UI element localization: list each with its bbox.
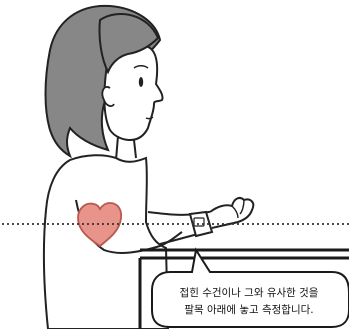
- callout-line-2: 팔목 아래에 놓고 측정합니다.: [160, 302, 338, 319]
- callout-line-1: 접힌 수건이나 그와 유사한 것을: [160, 285, 338, 302]
- hand: [210, 198, 253, 228]
- eye: [139, 77, 143, 87]
- callout-text: 접힌 수건이나 그와 유사한 것을 팔목 아래에 놓고 측정합니다.: [160, 285, 338, 319]
